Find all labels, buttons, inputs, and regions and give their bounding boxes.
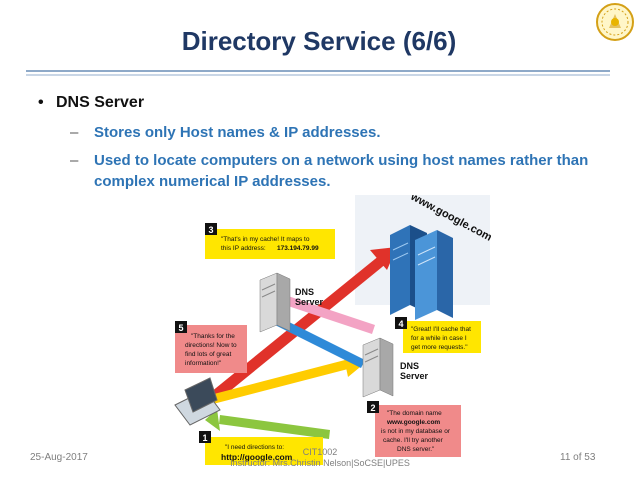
dns-server-2-icon xyxy=(362,337,394,398)
svg-text:173.194.79.99: 173.194.79.99 xyxy=(277,245,319,252)
university-logo-icon xyxy=(596,3,634,41)
svg-text:get more requests.": get more requests." xyxy=(411,344,468,351)
dash-icon: – xyxy=(70,152,79,169)
bullet-text: DNS Server xyxy=(56,94,145,111)
footer-instructor: Instructor: Mrs.Christin Nelson|SoCSE|UP… xyxy=(230,458,410,468)
svg-text:DNS server.": DNS server." xyxy=(397,446,435,453)
slide-title: Directory Service (6/6) xyxy=(181,26,457,56)
dns-server-1-label-line1: DNS xyxy=(295,287,314,297)
callout-step-5: 5 "Thanks for the directions! Now to fin… xyxy=(175,321,247,373)
svg-text:2: 2 xyxy=(370,403,375,413)
footer-page-number: 11 of 53 xyxy=(560,452,596,463)
dns-server-1-icon xyxy=(259,272,291,333)
bullet-dot-icon: • xyxy=(38,94,44,111)
footer-center: CIT1002 Instructor: Mrs.Christin Nelson|… xyxy=(200,447,440,469)
svg-text:is not in my database or: is not in my database or xyxy=(381,428,451,435)
sub-item: – Used to locate computers on a network … xyxy=(70,150,590,192)
sub-item-text: Used to locate computers on a network us… xyxy=(94,152,589,190)
svg-text:"That's in my cache! It maps t: "That's in my cache! It maps to xyxy=(221,236,310,243)
svg-text:http://google.com: http://google.com xyxy=(221,452,293,462)
svg-text:find lots of great: find lots of great xyxy=(185,351,231,358)
title-divider xyxy=(26,70,610,72)
arrow-pink-icon xyxy=(282,295,375,334)
callout-step-2: 2 "The domain name www.google.com is not… xyxy=(367,401,461,457)
dns-server-2-label-line1: DNS xyxy=(400,361,419,371)
callout-step-1: 1 "I need directions to: http://google.c… xyxy=(199,431,323,465)
title-divider-light xyxy=(26,74,610,76)
bullet-item: • DNS Server xyxy=(38,94,144,112)
sub-item-text: Stores only Host names & IP addresses. xyxy=(94,124,381,141)
sub-item: – Stores only Host names & IP addresses. xyxy=(70,122,590,143)
svg-text:cache. I'll try another: cache. I'll try another xyxy=(383,437,444,444)
svg-text:directions! Now to: directions! Now to xyxy=(185,342,237,349)
svg-text:"The domain name: "The domain name xyxy=(387,410,442,417)
svg-text:1: 1 xyxy=(202,433,207,443)
svg-text:"Thanks for the: "Thanks for the xyxy=(191,333,235,340)
footer-date: 25-Aug-2017 xyxy=(30,452,88,463)
callout-step-3: 3 "That's in my cache! It maps to this I… xyxy=(205,223,335,259)
laptop-icon xyxy=(174,377,221,426)
svg-text:www.google.com: www.google.com xyxy=(386,419,440,426)
dash-icon: – xyxy=(70,124,79,141)
callout-step-4: 4 "Great! I'll cache that for a while in… xyxy=(395,317,481,353)
arrow-green-icon xyxy=(205,409,330,439)
svg-text:"Great! I'll cache that: "Great! I'll cache that xyxy=(411,326,471,333)
svg-text:3: 3 xyxy=(208,225,213,235)
dns-diagram: www.google.com DNS Server DNS Server xyxy=(165,195,495,470)
dns-server-2-label-line2: Server xyxy=(400,371,429,381)
svg-text:this IP address:: this IP address: xyxy=(221,245,266,252)
footer-course: CIT1002 xyxy=(302,447,338,457)
google-server-icon xyxy=(390,225,453,320)
svg-text:for a while in case I: for a while in case I xyxy=(411,335,467,342)
svg-text:information!": information!" xyxy=(185,360,222,367)
svg-text:"I need directions to:: "I need directions to: xyxy=(225,444,284,451)
dns-server-1-label-line2: Server xyxy=(295,297,324,307)
svg-text:5: 5 xyxy=(178,323,183,333)
svg-text:4: 4 xyxy=(398,319,403,329)
